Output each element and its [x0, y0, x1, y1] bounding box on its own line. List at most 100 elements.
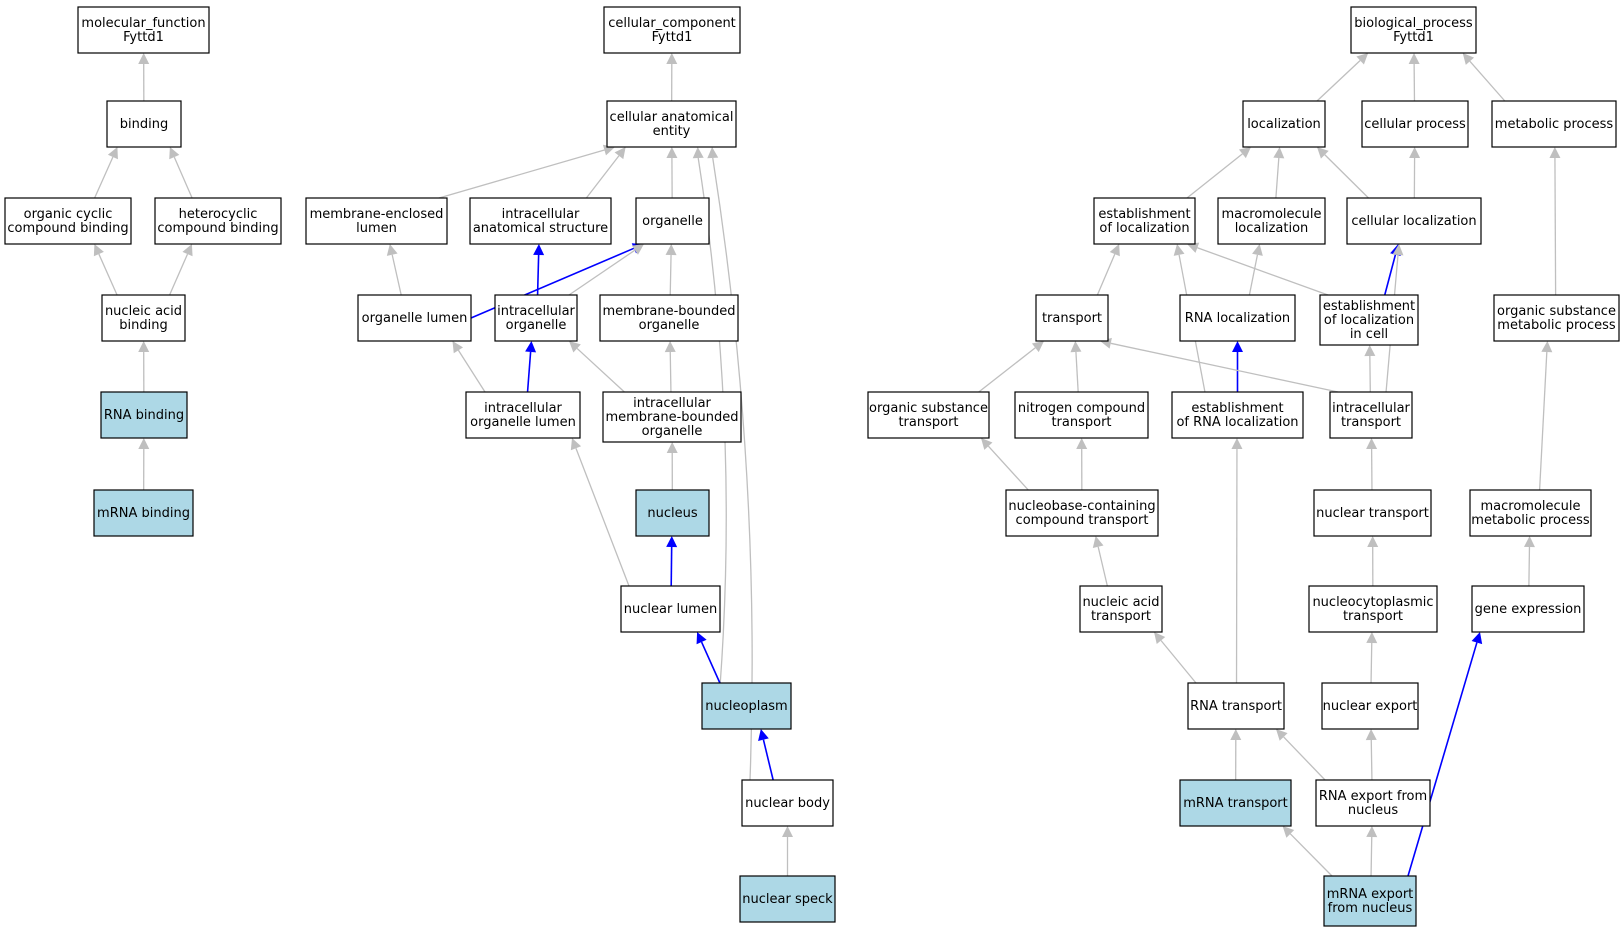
go-term-node-metabolic-process[interactable]: metabolic process — [1491, 100, 1617, 148]
go-term-node-rna-transport[interactable]: RNA transport — [1187, 682, 1285, 730]
go-term-node-organelle[interactable]: organelle — [635, 197, 710, 245]
go-term-node-transport[interactable]: transport — [1035, 294, 1109, 342]
go-term-node-gene-expression[interactable]: gene expression — [1471, 585, 1585, 633]
arrowhead-icon — [1523, 536, 1535, 548]
node-label-line: cellular process — [1364, 117, 1466, 132]
arrowhead-icon — [138, 53, 150, 65]
arrowhead-icon — [665, 244, 677, 256]
node-box — [602, 391, 742, 443]
node-label-line: macromolecule — [1221, 207, 1321, 222]
go-term-node-nuclear-transport[interactable]: nuclear transport — [1313, 489, 1432, 537]
node-box — [1217, 197, 1326, 245]
node-label-line: organelle lumen — [362, 311, 468, 326]
go-term-node-cellular-process[interactable]: cellular process — [1361, 100, 1469, 148]
go-term-node-nuclear-lumen[interactable]: nuclear lumen — [620, 585, 721, 633]
node-box — [701, 682, 792, 730]
edge-intracellular_organelle-to-intracellular_anat — [536, 254, 540, 296]
node-label-line: cellular_component — [608, 16, 736, 31]
go-term-node-mrna-transport[interactable]: mRNA transport — [1179, 779, 1292, 827]
node-label-line: molecular_function — [81, 16, 205, 31]
node-box — [739, 875, 836, 923]
edge-transport-to-establishment_of_localization — [1096, 253, 1116, 296]
node-box — [1171, 391, 1304, 439]
node-label-line: gene expression — [1475, 602, 1582, 617]
edge-membrane_bounded_organelle-to-organelle — [669, 254, 672, 296]
arrowhead-icon — [169, 147, 180, 160]
edge-nucleoplasm-to-nuclear_lumen — [700, 641, 721, 684]
go-term-node-rna-localization[interactable]: RNA localization — [1179, 294, 1296, 342]
arrowhead-icon — [614, 147, 626, 160]
node-label-line: organelle — [642, 424, 703, 439]
edge-nucleic_acid_binding-to-organic_cyclic — [98, 253, 118, 296]
go-term-node-localization[interactable]: localization — [1242, 100, 1326, 148]
edge-membrane_enclosed_lumen-to-cae — [438, 149, 605, 199]
node-label-line: cellular localization — [1351, 214, 1476, 229]
arrowhead-icon — [1109, 244, 1120, 257]
node-label-line: nucleocytoplasmic — [1312, 595, 1433, 610]
node-label-line: RNA binding — [104, 408, 184, 423]
node-box — [635, 197, 710, 245]
edge-cellular_localization-to-localization — [1324, 154, 1369, 199]
node-box — [1179, 294, 1296, 342]
node-label-line: metabolic process — [1497, 318, 1616, 333]
edge-mrna_export-to-gene_expression — [1407, 642, 1478, 877]
node-label-line: nucleus — [1348, 803, 1398, 818]
edge-intracellular_transport-to-transport — [1110, 342, 1339, 393]
node-box — [465, 391, 581, 439]
node-label-line: organelle — [642, 214, 703, 229]
go-term-node-mrna-binding[interactable]: mRNA binding — [93, 489, 194, 537]
node-box — [867, 391, 990, 439]
go-term-node-nucleoplasm[interactable]: nucleoplasm — [701, 682, 792, 730]
node-box — [357, 294, 472, 342]
node-box — [1242, 100, 1326, 148]
node-label-line: metabolic process — [1495, 117, 1614, 132]
arrowhead-icon — [386, 244, 398, 256]
node-box — [1035, 294, 1109, 342]
go-term-node-binding[interactable]: binding — [106, 100, 182, 148]
arrowhead-icon — [664, 341, 676, 353]
go-term-node-cellular-localization[interactable]: cellular localization — [1346, 197, 1482, 245]
go-term-node-nucleus[interactable]: nucleus — [635, 489, 710, 537]
go-term-node-nuclear-body[interactable]: nuclear body — [741, 779, 834, 827]
node-label-line: Fyttd1 — [652, 30, 693, 45]
arrowhead-icon — [631, 244, 644, 255]
node-box — [620, 585, 721, 633]
go-term-node-nuclear-speck[interactable]: nuclear speck — [739, 875, 836, 923]
go-term-node-nuclear-export[interactable]: nuclear export — [1321, 682, 1419, 730]
node-box — [1493, 294, 1620, 342]
node-label-line: establishment — [1098, 207, 1190, 222]
go-term-node-rna-binding[interactable]: RNA binding — [100, 391, 188, 439]
node-label-line: binding — [119, 318, 167, 333]
go-term-node-organelle-lumen[interactable]: organelle lumen — [357, 294, 472, 342]
node-box — [1179, 779, 1292, 827]
edge-nucleic_acid_transport-to-nucleobase_transport — [1097, 546, 1108, 587]
